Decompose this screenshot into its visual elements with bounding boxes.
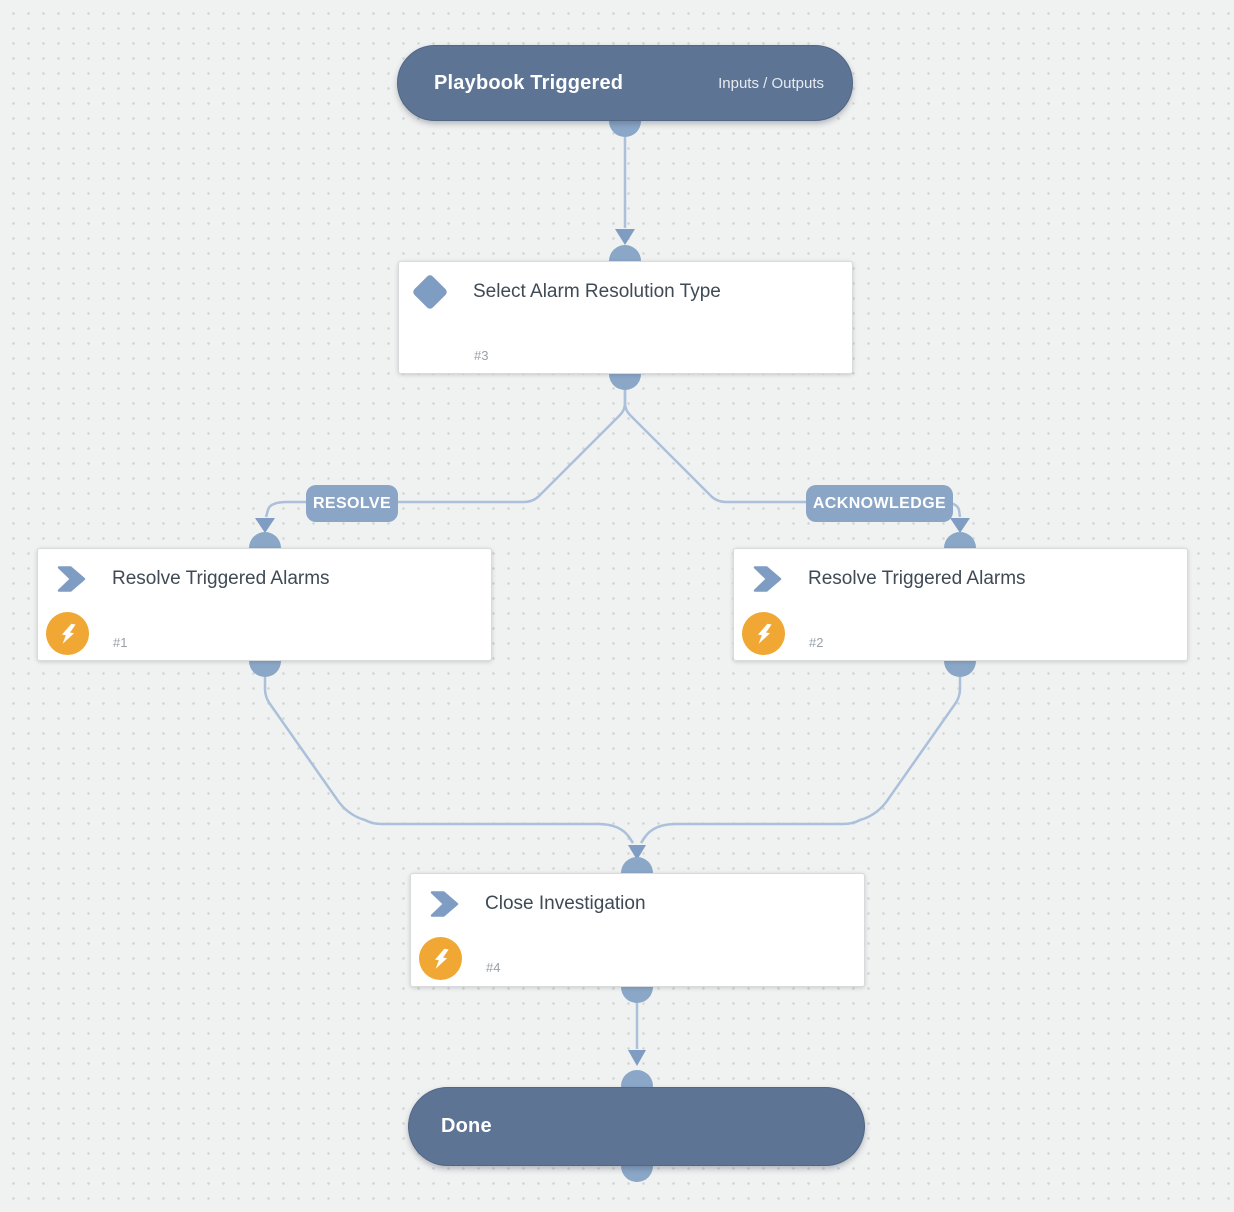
- action-node-close-investigation[interactable]: Close Investigation #4: [410, 873, 865, 987]
- lightning-icon: [742, 612, 785, 655]
- inputs-outputs-link[interactable]: Inputs / Outputs: [718, 74, 824, 92]
- edge-decision-acknowledge: [623, 389, 962, 518]
- decision-node[interactable]: Select Alarm Resolution Type #3: [398, 261, 853, 374]
- action-node-number: #1: [113, 635, 128, 650]
- decision-node-number: #3: [474, 348, 489, 363]
- chevron-right-icon: [430, 891, 459, 917]
- edge-acknowledge-close: [639, 677, 962, 844]
- start-node[interactable]: Playbook Triggered Inputs / Outputs: [397, 45, 853, 121]
- arrowhead-done: [628, 1050, 646, 1066]
- edge-decision-resolve: [264, 389, 627, 518]
- edge-resolve-close: [263, 677, 635, 844]
- diamond-icon: [411, 273, 449, 311]
- action-node-title: Close Investigation: [485, 893, 646, 914]
- lightning-icon: [419, 937, 462, 980]
- lightning-icon: [46, 612, 89, 655]
- action-node-number: #2: [809, 635, 824, 650]
- action-node-title: Resolve Triggered Alarms: [808, 568, 1026, 589]
- end-node-title: Done: [441, 1115, 492, 1137]
- end-node[interactable]: Done: [408, 1087, 865, 1166]
- action-node-number: #4: [486, 960, 501, 975]
- chevron-right-icon: [57, 566, 86, 592]
- arrowhead-resolve: [255, 518, 275, 533]
- action-node-resolve-1[interactable]: Resolve Triggered Alarms #1: [37, 548, 492, 661]
- arrowhead-acknowledge: [950, 518, 970, 533]
- chevron-right-icon: [753, 566, 782, 592]
- action-node-title: Resolve Triggered Alarms: [112, 568, 330, 589]
- action-node-resolve-2[interactable]: Resolve Triggered Alarms #2: [733, 548, 1188, 661]
- arrowhead-close: [628, 845, 646, 860]
- start-node-title: Playbook Triggered: [434, 71, 624, 94]
- branch-label-acknowledge[interactable]: ACKNOWLEDGE: [806, 485, 953, 522]
- decision-node-title: Select Alarm Resolution Type: [473, 281, 721, 302]
- arrowhead-decision: [615, 229, 635, 245]
- branch-label-resolve[interactable]: RESOLVE: [306, 485, 398, 522]
